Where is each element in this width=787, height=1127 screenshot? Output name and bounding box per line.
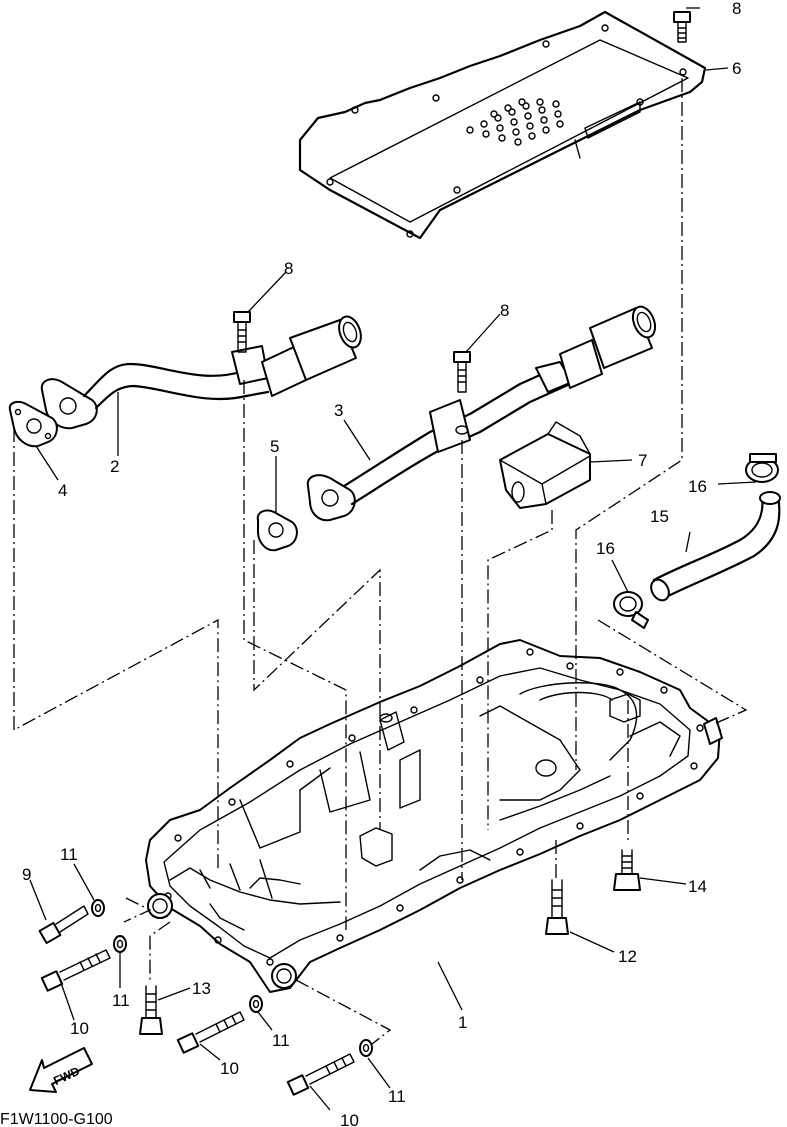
bolt-part-10-middle — [176, 1011, 245, 1054]
leader-lines — [29, 7, 757, 1111]
callout-10-lower: 10 — [340, 1111, 359, 1127]
hose-clamp-part-16-top — [745, 453, 779, 483]
callout-1: 1 — [458, 1013, 467, 1032]
washer-part-11-c — [249, 995, 263, 1013]
callout-11-c: 11 — [272, 1031, 290, 1050]
oil-pipe-part-3 — [306, 305, 657, 522]
bolt-part-8-middle — [453, 351, 471, 393]
oil-pan-part-1 — [145, 639, 723, 993]
callout-2: 2 — [110, 457, 119, 476]
bolt-part-9 — [38, 905, 89, 945]
callout-11-d: 11 — [388, 1087, 406, 1106]
callout-5: 5 — [270, 437, 279, 456]
callout-11-b: 11 — [112, 991, 130, 1010]
bolt-part-10-upper — [40, 949, 111, 992]
callout-8-middle: 8 — [500, 301, 509, 320]
bolt-part-12 — [545, 879, 569, 935]
callout-13: 13 — [192, 979, 211, 998]
bolt-part-10-lower — [286, 1053, 355, 1096]
baffle-drain-holes — [466, 98, 564, 146]
callout-7: 7 — [638, 451, 647, 470]
bolt-part-8-top — [673, 11, 691, 43]
baffle-plate-part-6 — [298, 10, 707, 240]
bracket-part-7 — [499, 421, 591, 509]
callout-6: 6 — [732, 59, 741, 78]
callout-8-left: 8 — [284, 259, 293, 278]
drawing-code: F1W1100-G100 — [0, 1111, 113, 1127]
callout-9: 9 — [22, 865, 31, 884]
callout-10-middle: 10 — [220, 1059, 239, 1078]
callout-14: 14 — [688, 877, 707, 896]
callout-11-a: 11 — [60, 845, 78, 864]
gasket-part-4 — [8, 401, 58, 448]
washer-part-11-a — [91, 899, 105, 917]
callout-8-top: 8 — [732, 0, 741, 18]
forward-direction-arrow: FWD — [29, 1047, 93, 1093]
washer-part-11-d — [359, 1039, 373, 1057]
alignment-lines — [13, 78, 748, 1045]
callout-16-bottom: 16 — [596, 539, 615, 558]
callout-3: 3 — [334, 401, 343, 420]
gasket-part-5 — [256, 509, 298, 552]
bolt-part-13 — [139, 985, 163, 1035]
hose-clamp-part-16-bottom — [613, 591, 649, 629]
callout-12: 12 — [618, 947, 637, 966]
callout-labels: 1 2 3 4 5 6 7 8 8 8 9 10 10 10 11 11 11 … — [22, 0, 741, 1127]
oil-pipe-part-2 — [40, 315, 362, 430]
washer-part-11-b — [113, 935, 127, 953]
callout-10-upper: 10 — [70, 1019, 89, 1038]
bolt-part-8-left — [233, 311, 251, 353]
bolt-part-14 — [613, 849, 641, 891]
callout-4: 4 — [58, 481, 67, 500]
callout-16-top: 16 — [688, 477, 707, 496]
callout-15: 15 — [650, 507, 669, 526]
hose-part-15 — [650, 491, 781, 602]
